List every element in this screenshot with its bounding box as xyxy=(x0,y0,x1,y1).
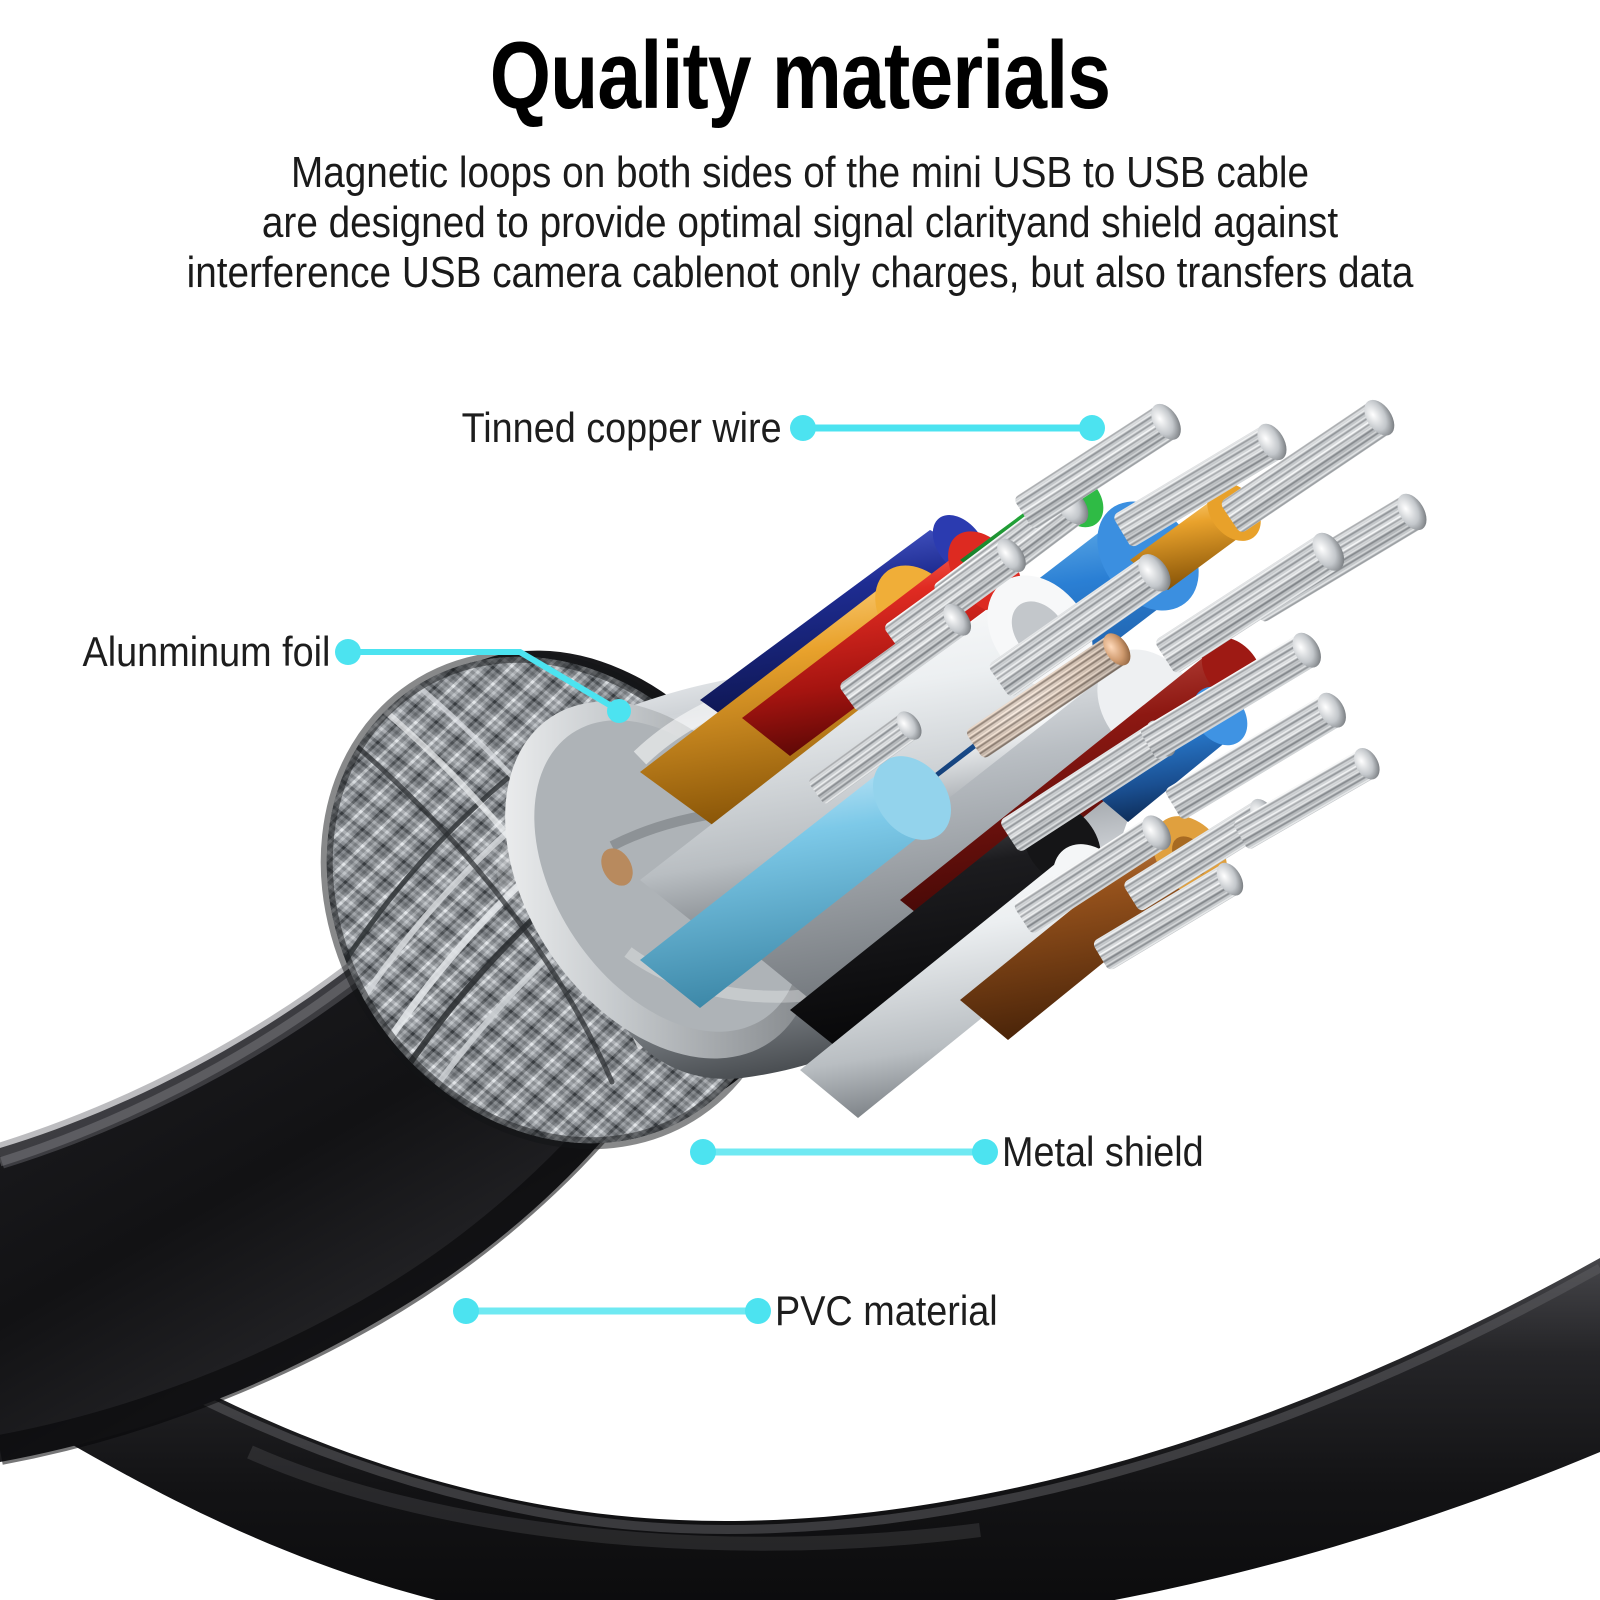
callout-label-tinned-copper-wire: Tinned copper wire xyxy=(461,404,782,451)
wire-lightblue xyxy=(640,756,951,1008)
callout-label-aluminum-foil: Alunminum foil xyxy=(82,628,330,675)
tinned-copper-strands xyxy=(809,399,1427,970)
callout-label-metal-shield: Metal shield xyxy=(1002,1128,1204,1175)
callout-label-pvc-material: PVC material xyxy=(775,1287,998,1334)
subtitle-line-1: Magnetic loops on both sides of the mini… xyxy=(290,148,1310,197)
page-title: Quality materials xyxy=(489,22,1111,129)
subtitle-line-3: interference USB camera cablenot only ch… xyxy=(186,248,1414,297)
subtitle-line-2: are designed to provide optimal signal c… xyxy=(261,198,1339,247)
page-subtitle: Magnetic loops on both sides of the mini… xyxy=(96,148,1504,298)
